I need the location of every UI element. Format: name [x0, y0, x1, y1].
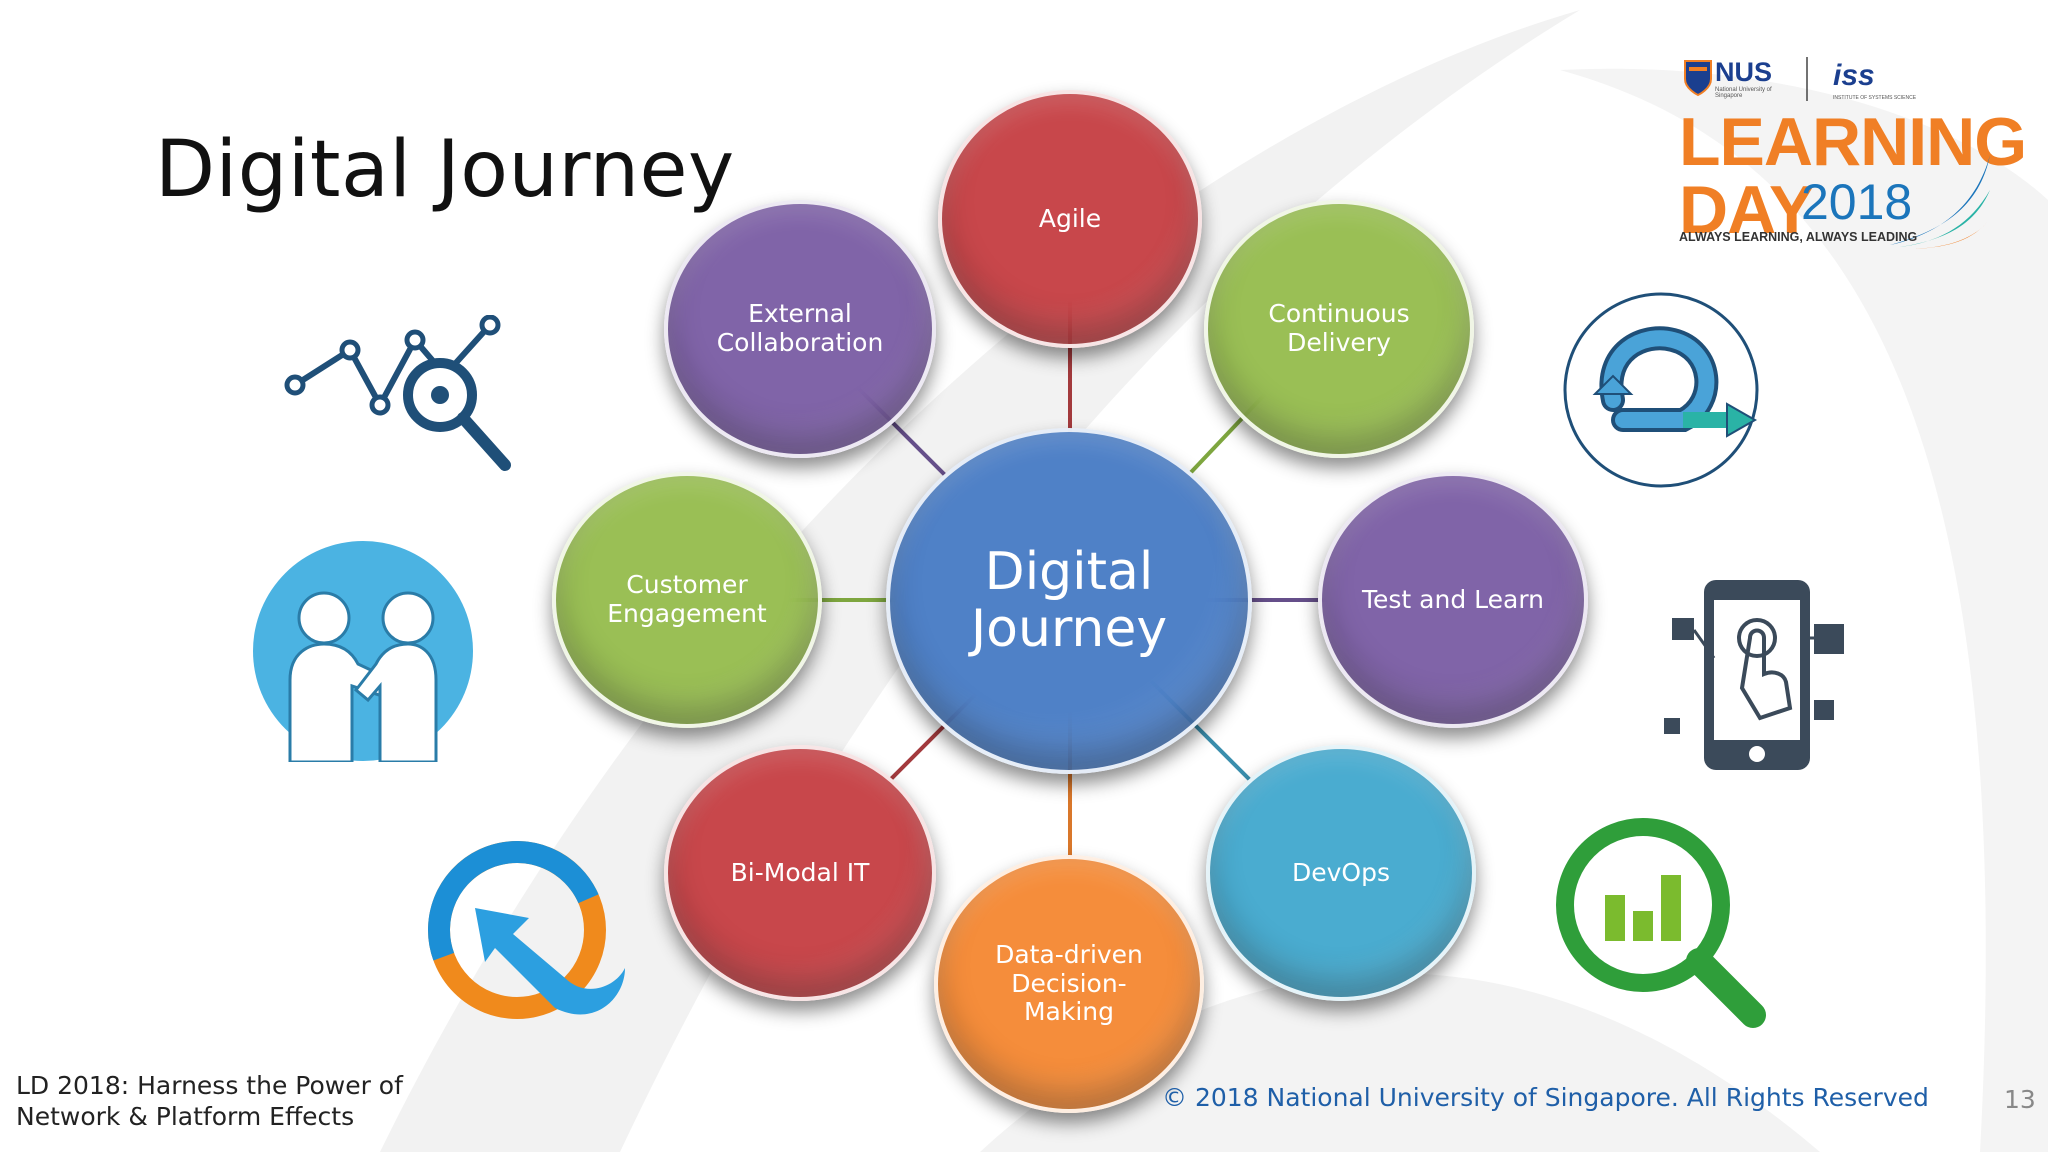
nus-subtext: National University of Singapore	[1715, 87, 1772, 99]
footer-line-2: Network & Platform Effects	[16, 1102, 355, 1132]
iss-text: iss	[1833, 59, 1875, 92]
node-continuous-delivery: Continuous Delivery	[1204, 200, 1474, 458]
node-test-and-learn: Test and Learn	[1318, 472, 1588, 728]
analytics-search-icon	[284, 315, 511, 471]
page-number: 13	[2004, 1085, 2036, 1114]
refresh-arrow-icon	[428, 841, 625, 1019]
page-title: Digital Journey	[155, 125, 735, 215]
node-external-collaboration: External Collaboration	[664, 200, 936, 458]
swoosh-icon	[1890, 155, 1990, 249]
iss-subtext: INSTITUTE OF SYSTEMS SCIENCE	[1833, 95, 1917, 101]
year-text: 2018	[1801, 174, 1913, 230]
day-text: DAY	[1679, 172, 1814, 248]
footer-event-title: LD 2018: Harness the Power of Network & …	[16, 1070, 403, 1133]
learning-day-logo: NUS National University of Singapore iss…	[1675, 55, 2027, 250]
mobile-touch-icon	[1664, 580, 1844, 770]
agile-loop-icon	[1563, 292, 1759, 488]
node-data-driven-decision-making: Data-driven Decision- Making	[934, 855, 1204, 1113]
data-search-chart-icon	[1556, 818, 1766, 1028]
footer-line-1: LD 2018: Harness the Power of	[16, 1071, 403, 1100]
nus-iss-logo-icon	[1684, 57, 1808, 101]
nus-text: NUS	[1715, 57, 1773, 87]
hub-digital-journey: Digital Journey	[886, 428, 1252, 774]
node-devops: DevOps	[1206, 745, 1476, 1001]
learning-text: LEARNING	[1679, 104, 2027, 180]
node-customer-engagement: Customer Engagement	[552, 472, 822, 728]
node-agile: Agile	[938, 90, 1202, 348]
copyright-notice: © 2018 National University of Singapore.…	[1162, 1083, 1929, 1112]
tagline: ALWAYS LEARNING, ALWAYS LEADING	[1679, 230, 1918, 244]
handshake-icon	[253, 541, 473, 762]
node-bi-modal-it: Bi-Modal IT	[664, 745, 936, 1001]
